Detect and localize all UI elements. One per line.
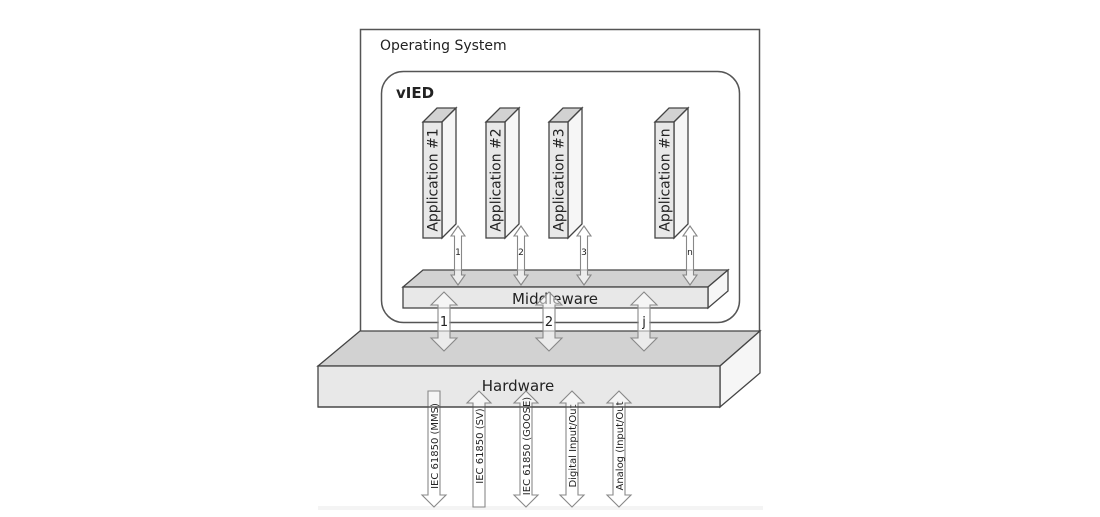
io-interface-arrow: Analog (Input/Out: [605, 390, 633, 508]
up-arrow-icon: [465, 390, 493, 508]
bidirectional-arrow-icon: [512, 390, 540, 508]
application-front-face: [654, 121, 675, 239]
application-side-face: [673, 106, 689, 240]
down-arrow-icon: [420, 390, 448, 508]
application-link-label: 1: [455, 248, 461, 258]
application-label: Application #3: [552, 128, 568, 231]
middleware-link-label: 2: [545, 315, 553, 330]
label-backdrop: [439, 311, 449, 328]
io-interface-label: IEC 61850 (SV): [475, 408, 486, 484]
application-link-arrow: n: [681, 225, 699, 286]
application-front-face: [548, 121, 569, 239]
middleware-links: 1 2 j: [429, 291, 659, 352]
io-interface-arrow: IEC 61850 (GOOSE): [512, 390, 540, 508]
application-front-face: [485, 121, 506, 239]
io-interface-label: IEC 61850 (MMS): [430, 403, 441, 489]
middleware-block: [401, 268, 730, 310]
hardware-top-face: [316, 330, 762, 367]
application-side-face: [504, 106, 520, 240]
io-interface-arrow: IEC 61850 (SV): [465, 390, 493, 508]
io-interface-label: Analog (Input/Out: [615, 401, 626, 490]
bottom-border: [318, 506, 763, 510]
application-link-arrow: 1: [449, 225, 467, 286]
application-side-face: [567, 106, 583, 240]
application-side-face: [441, 106, 457, 240]
middleware-link-arrow: 1: [429, 291, 459, 352]
io-interfaces: IEC 61850 (MMS) IEC 61850 (SV) IEC 61850 (…: [318, 390, 720, 508]
io-interface-arrow: Digital Input/Out: [558, 390, 586, 508]
application-label: Application #2: [489, 128, 505, 231]
application-link-label: n: [687, 248, 693, 258]
application-link-arrow: 2: [512, 225, 530, 286]
middleware-link-arrow: 2: [534, 291, 564, 352]
label-backdrop: [544, 311, 554, 328]
io-interface-arrow: IEC 61850 (MMS): [420, 390, 448, 508]
bidirectional-arrow-icon: [605, 390, 633, 508]
hardware-label: Hardware: [482, 377, 554, 395]
application-label: Application #n: [658, 128, 674, 231]
application-box: Application #1: [421, 106, 458, 240]
application-front-face: [422, 121, 443, 239]
hardware-block: [316, 329, 762, 409]
application-box: Application #3: [547, 106, 584, 240]
io-interface-label: IEC 61850 (GOOSE): [522, 397, 533, 495]
application-links: 1 2 3 n: [449, 225, 699, 286]
operating-system-label: Operating System: [380, 38, 507, 54]
application-link-arrow: 3: [575, 225, 593, 286]
bidirectional-arrow-icon: [512, 225, 530, 286]
middleware-link-label: j: [641, 315, 646, 330]
bidirectional-arrow-icon: [681, 225, 699, 286]
middleware-link-arrow: j: [629, 291, 659, 352]
application-label: Application #1: [426, 128, 442, 231]
middleware-link-label: 1: [440, 315, 448, 330]
application-box: Application #2: [484, 106, 521, 240]
bidirectional-arrow-icon: [558, 390, 586, 508]
bidirectional-arrow-icon: [575, 225, 593, 286]
application-link-label: 3: [581, 248, 587, 258]
application-box: Application #n: [653, 106, 690, 240]
bidirectional-arrow-icon: [449, 225, 467, 286]
applications-group: Application #1 Application #2 Application …: [421, 106, 690, 240]
middleware-top-face: [401, 269, 730, 288]
io-interface-label: Digital Input/Out: [568, 404, 579, 487]
application-link-label: 2: [518, 248, 524, 258]
label-backdrop: [639, 311, 649, 328]
vied-label: vIED: [396, 84, 434, 102]
